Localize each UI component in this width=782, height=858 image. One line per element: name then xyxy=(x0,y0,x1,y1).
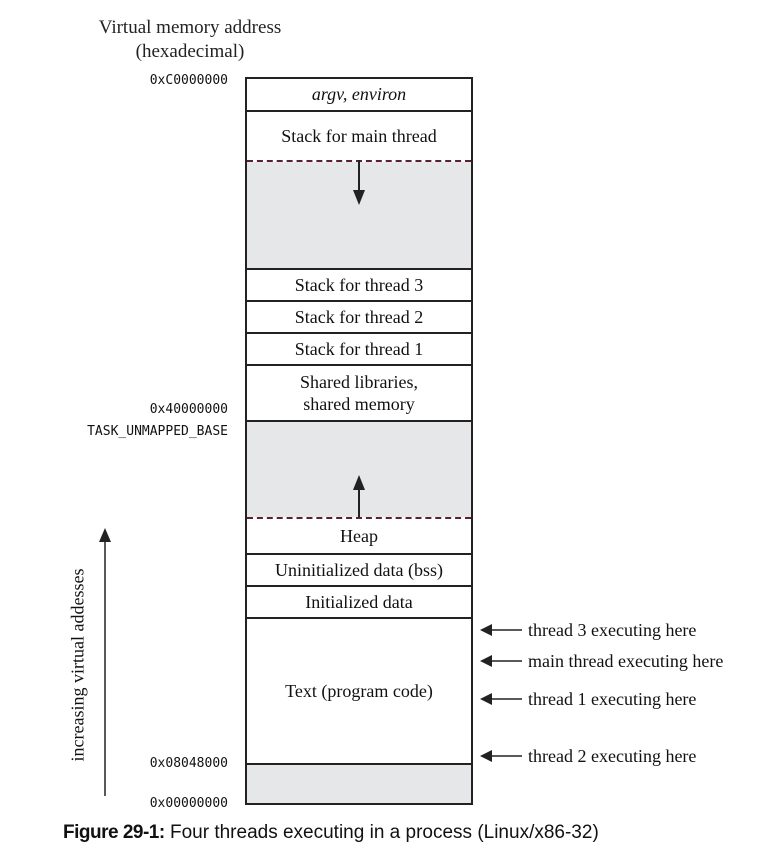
exec-main-arrow-icon xyxy=(480,655,522,667)
segment-initialized-data-label: Initialized data xyxy=(305,591,413,612)
address-mid: 0x40000000 xyxy=(149,402,228,417)
increasing-address-label: increasing virtual addesses xyxy=(67,568,88,762)
exec-main-label: main thread executing here xyxy=(528,650,724,671)
exec-thread3-label: thread 3 executing here xyxy=(528,619,697,640)
exec-main: main thread executing here xyxy=(480,649,723,673)
figure-caption-text: Four threads executing in a process (Lin… xyxy=(169,822,599,843)
segment-shared-label-line2: shared memory xyxy=(303,394,415,414)
segment-text-label: Text (program code) xyxy=(285,680,433,701)
segment-stack-thread3-label: Stack for thread 3 xyxy=(294,274,424,295)
segment-initialized-data: Initialized data xyxy=(247,587,471,619)
segment-stack-thread3: Stack for thread 3 xyxy=(247,270,471,302)
exec-thread2: thread 2 executing here xyxy=(480,744,696,768)
segment-shared-label-line1: Shared libraries, xyxy=(300,372,418,392)
figure-caption: Figure 29-1: Four threads executing in a… xyxy=(63,822,599,844)
segment-stack-thread1-label: Stack for thread 1 xyxy=(294,338,424,359)
segment-unallocated-middle xyxy=(247,422,471,517)
exec-thread3-arrow-icon xyxy=(480,624,522,636)
segment-main-stack: Stack for main thread xyxy=(247,112,471,162)
exec-thread3: thread 3 executing here xyxy=(480,618,696,642)
axis-header-line2: (hexadecimal) xyxy=(135,41,245,62)
exec-thread1-label: thread 1 executing here xyxy=(528,688,697,709)
segment-shared-libraries: Shared libraries, shared memory xyxy=(247,366,471,422)
segment-argv-environ: argv, environ xyxy=(247,79,471,112)
segment-bss: Uninitialized data (bss) xyxy=(247,555,471,587)
segment-stack-thread2: Stack for thread 2 xyxy=(247,302,471,334)
exec-thread2-label: thread 2 executing here xyxy=(528,745,697,766)
segment-heap-label: Heap xyxy=(340,525,378,546)
address-mid-label: TASK_UNMAPPED_BASE xyxy=(87,424,228,439)
address-top: 0xC0000000 xyxy=(149,73,228,88)
exec-thread2-arrow-icon xyxy=(480,750,522,762)
segment-stack-thread2-label: Stack for thread 2 xyxy=(294,306,424,327)
segment-bss-label: Uninitialized data (bss) xyxy=(275,559,443,580)
segment-unmapped-bottom xyxy=(247,765,471,803)
segment-stack-thread1: Stack for thread 1 xyxy=(247,334,471,366)
exec-thread1: thread 1 executing here xyxy=(480,687,696,711)
axis-header-line1: Virtual memory address xyxy=(98,17,282,38)
segment-unallocated-upper xyxy=(247,160,471,270)
segment-heap: Heap xyxy=(247,517,471,555)
exec-thread1-arrow-icon xyxy=(480,693,522,705)
axis-header: Virtual memory address (hexadecimal) xyxy=(60,16,320,64)
memory-layout-column: argv, environ Stack for main thread Stac… xyxy=(245,77,473,805)
segment-argv-label: argv, environ xyxy=(311,84,407,104)
address-text-start: 0x08048000 xyxy=(149,756,228,771)
figure-caption-label: Figure 29-1: xyxy=(63,822,165,843)
increasing-address-arrow-icon xyxy=(99,528,111,796)
stack-growth-down-arrow xyxy=(353,160,365,205)
segment-main-stack-label: Stack for main thread xyxy=(281,125,437,146)
segment-text: Text (program code) xyxy=(247,619,471,765)
address-bottom: 0x00000000 xyxy=(149,796,228,811)
heap-growth-up-arrow xyxy=(353,475,365,517)
